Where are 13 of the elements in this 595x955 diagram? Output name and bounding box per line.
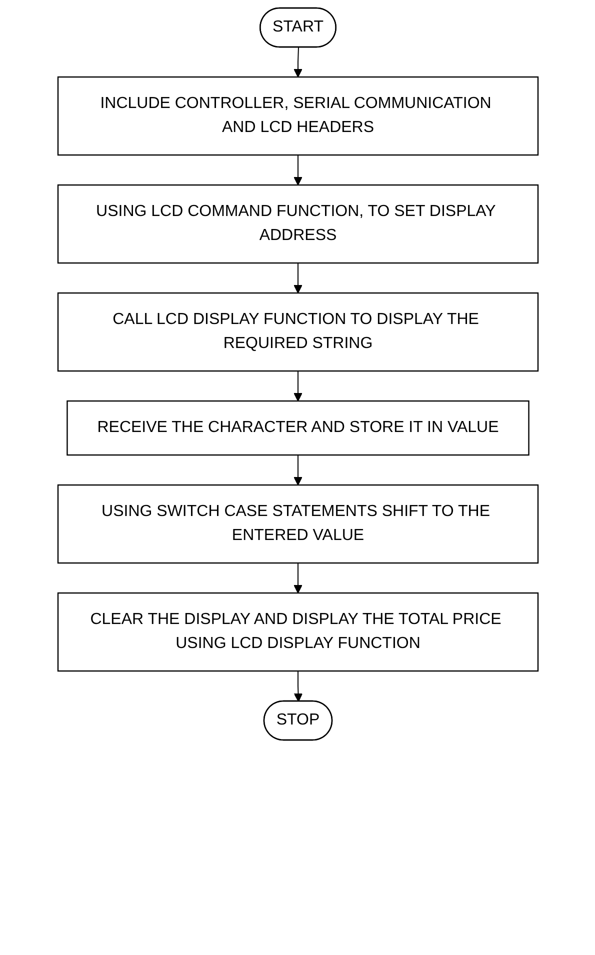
arrow — [293, 262, 302, 294]
arrow — [293, 47, 302, 78]
node-box: CALL LCD DISPLAY FUNCTION TO DISPLAY THE REQUIRED STRING — [56, 292, 538, 372]
arrow — [293, 454, 302, 486]
arrow — [293, 370, 302, 402]
arrow — [293, 562, 302, 594]
node-box: INCLUDE CONTROLLER, SERIAL COMMUNICATION AND LCD HEADERS — [56, 76, 538, 156]
node-box: RECEIVE THE CHARACTER AND STORE IT IN VALUE — [66, 400, 529, 456]
arrow — [293, 670, 302, 702]
node-box: USING LCD COMMAND FUNCTION, TO SET DISPLAY ADDRESS — [56, 184, 538, 264]
node-box: USING SWITCH CASE STATEMENTS SHIFT TO THE ENTERED VALUE — [56, 484, 538, 564]
node-box: CLEAR THE DISPLAY AND DISPLAY THE TOTAL PRICE USING LCD DISPLAY FUNCTION — [56, 592, 538, 672]
arrow — [293, 154, 302, 186]
